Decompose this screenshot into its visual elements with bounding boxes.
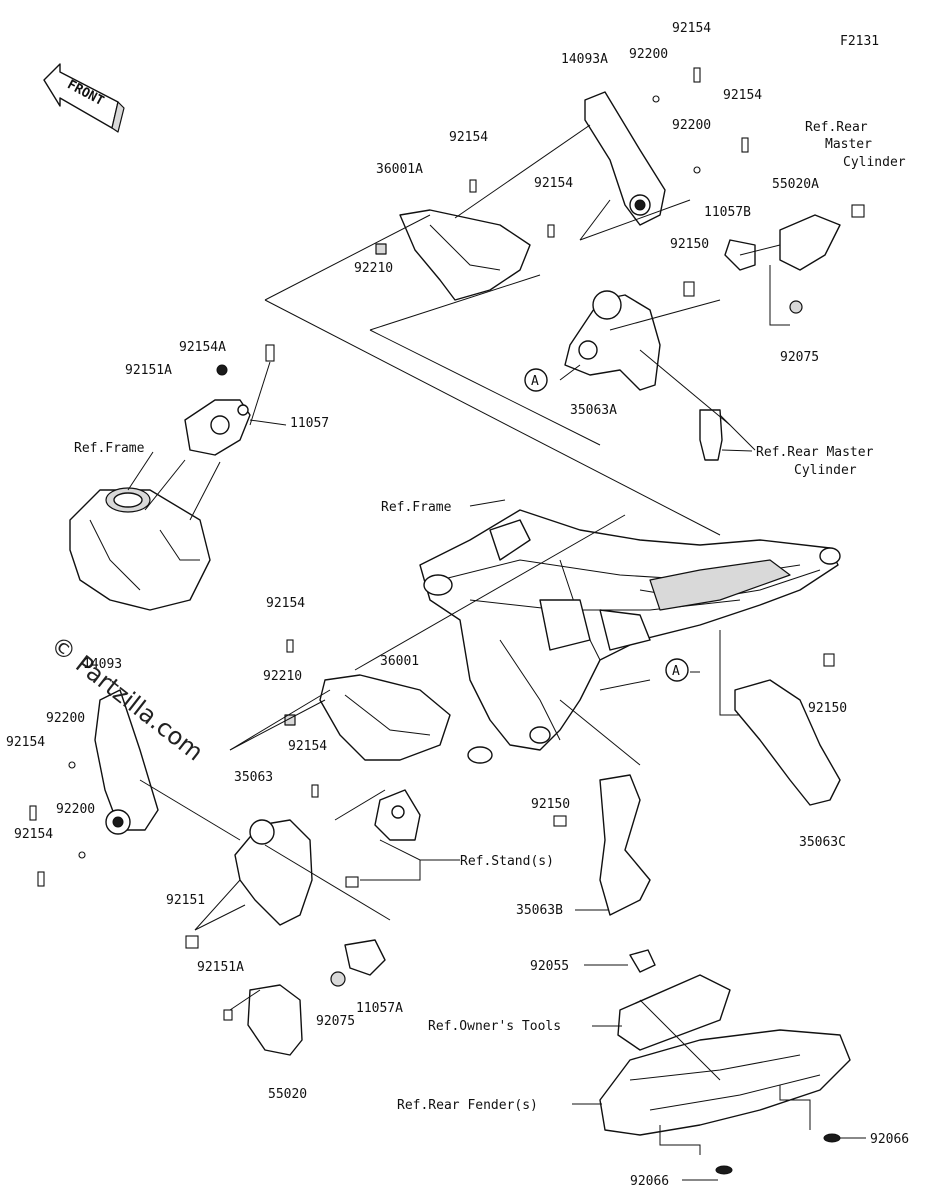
diagram-code: F2131 — [840, 34, 879, 49]
label-11057B: 11057B — [704, 205, 751, 220]
label-35063B: 35063B — [516, 903, 563, 918]
label-92200: 92200 — [672, 118, 711, 133]
label-ticks — [127, 364, 866, 1181]
label-14093A: 14093A — [561, 52, 608, 67]
label-92150: 92150 — [670, 237, 709, 252]
label-55020: 55020 — [268, 1087, 307, 1102]
side-cover-36001 — [284, 639, 451, 798]
frame-cover-14093A — [584, 67, 749, 226]
bracket-11057 — [184, 344, 275, 456]
label-92154: 92154 — [14, 827, 53, 842]
label-ref-rear-master: Ref.Rear — [805, 120, 868, 135]
label-92200: 92200 — [46, 711, 85, 726]
footrest-bracket-35063C — [734, 653, 841, 806]
ref-marker-a-1: A — [524, 368, 548, 392]
label-92075: 92075 — [780, 350, 819, 365]
footrest-bracket-35063 — [185, 819, 359, 1021]
label-92154: 92154 — [6, 735, 45, 750]
footrest-bracket-35063B — [553, 774, 651, 916]
label-92210: 92210 — [263, 669, 302, 684]
label-ref-rear-master: Master — [825, 137, 872, 152]
rear-fender — [599, 1029, 851, 1175]
label-ref-rear-fenders: Ref.Rear Fender(s) — [397, 1098, 538, 1113]
label-92154: 92154 — [723, 88, 762, 103]
label-35063: 35063 — [234, 770, 273, 785]
label-ref-owners-tools: Ref.Owner's Tools — [428, 1019, 561, 1034]
stand-bracket — [374, 789, 421, 841]
label-92154: 92154 — [534, 176, 573, 191]
label-ref-rear-master: Cylinder — [843, 155, 906, 170]
label-14093: 14093 — [83, 657, 122, 672]
label-ref-stands: Ref.Stand(s) — [460, 854, 554, 869]
part-labels: 14093A 92200 92154 92154 92200 Ref.Rear … — [6, 21, 909, 1189]
label-92075: 92075 — [316, 1014, 355, 1029]
label-ref-rear-master: Cylinder — [794, 463, 857, 478]
label-ref-frame: Ref.Frame — [74, 441, 145, 456]
label-92200: 92200 — [56, 802, 95, 817]
label-92150: 92150 — [808, 701, 847, 716]
label-35063C: 35063C — [799, 835, 846, 850]
label-92210: 92210 — [354, 261, 393, 276]
label-36001A: 36001A — [376, 162, 423, 177]
label-ref-frame: Ref.Frame — [381, 500, 452, 515]
side-cover-36001A — [375, 179, 555, 301]
label-92154: 92154 — [672, 21, 711, 36]
footrest-bracket-35063A — [564, 204, 865, 461]
label-11057A: 11057A — [356, 1001, 403, 1016]
ref-marker-a-2: A — [665, 658, 689, 682]
label-92151A: 92151A — [125, 363, 172, 378]
label-92066: 92066 — [870, 1132, 909, 1147]
main-frame — [419, 509, 841, 764]
label-35063A: 35063A — [570, 403, 617, 418]
front-arrow: FRONT — [43, 63, 125, 133]
label-ref-rear-master: Ref.Rear Master — [756, 445, 874, 460]
label-92151A: 92151A — [197, 960, 244, 975]
label-92154A: 92154A — [179, 340, 226, 355]
label-92154: 92154 — [288, 739, 327, 754]
frame-cover-14093 — [29, 689, 159, 887]
label-92055: 92055 — [530, 959, 569, 974]
svg-text:A: A — [672, 664, 680, 679]
guard-55020 — [247, 939, 386, 1056]
svg-text:A: A — [531, 374, 539, 389]
label-92154: 92154 — [449, 130, 488, 145]
label-92200: 92200 — [629, 47, 668, 62]
leader-lines — [139, 124, 811, 1155]
label-92154: 92154 — [266, 596, 305, 611]
label-55020A: 55020A — [772, 177, 819, 192]
head-pipe-frame — [69, 487, 211, 611]
label-11057: 11057 — [290, 416, 329, 431]
owners-tools — [617, 949, 731, 1051]
label-92151: 92151 — [166, 893, 205, 908]
label-92150: 92150 — [531, 797, 570, 812]
label-36001: 36001 — [380, 654, 419, 669]
label-92066: 92066 — [630, 1174, 669, 1189]
